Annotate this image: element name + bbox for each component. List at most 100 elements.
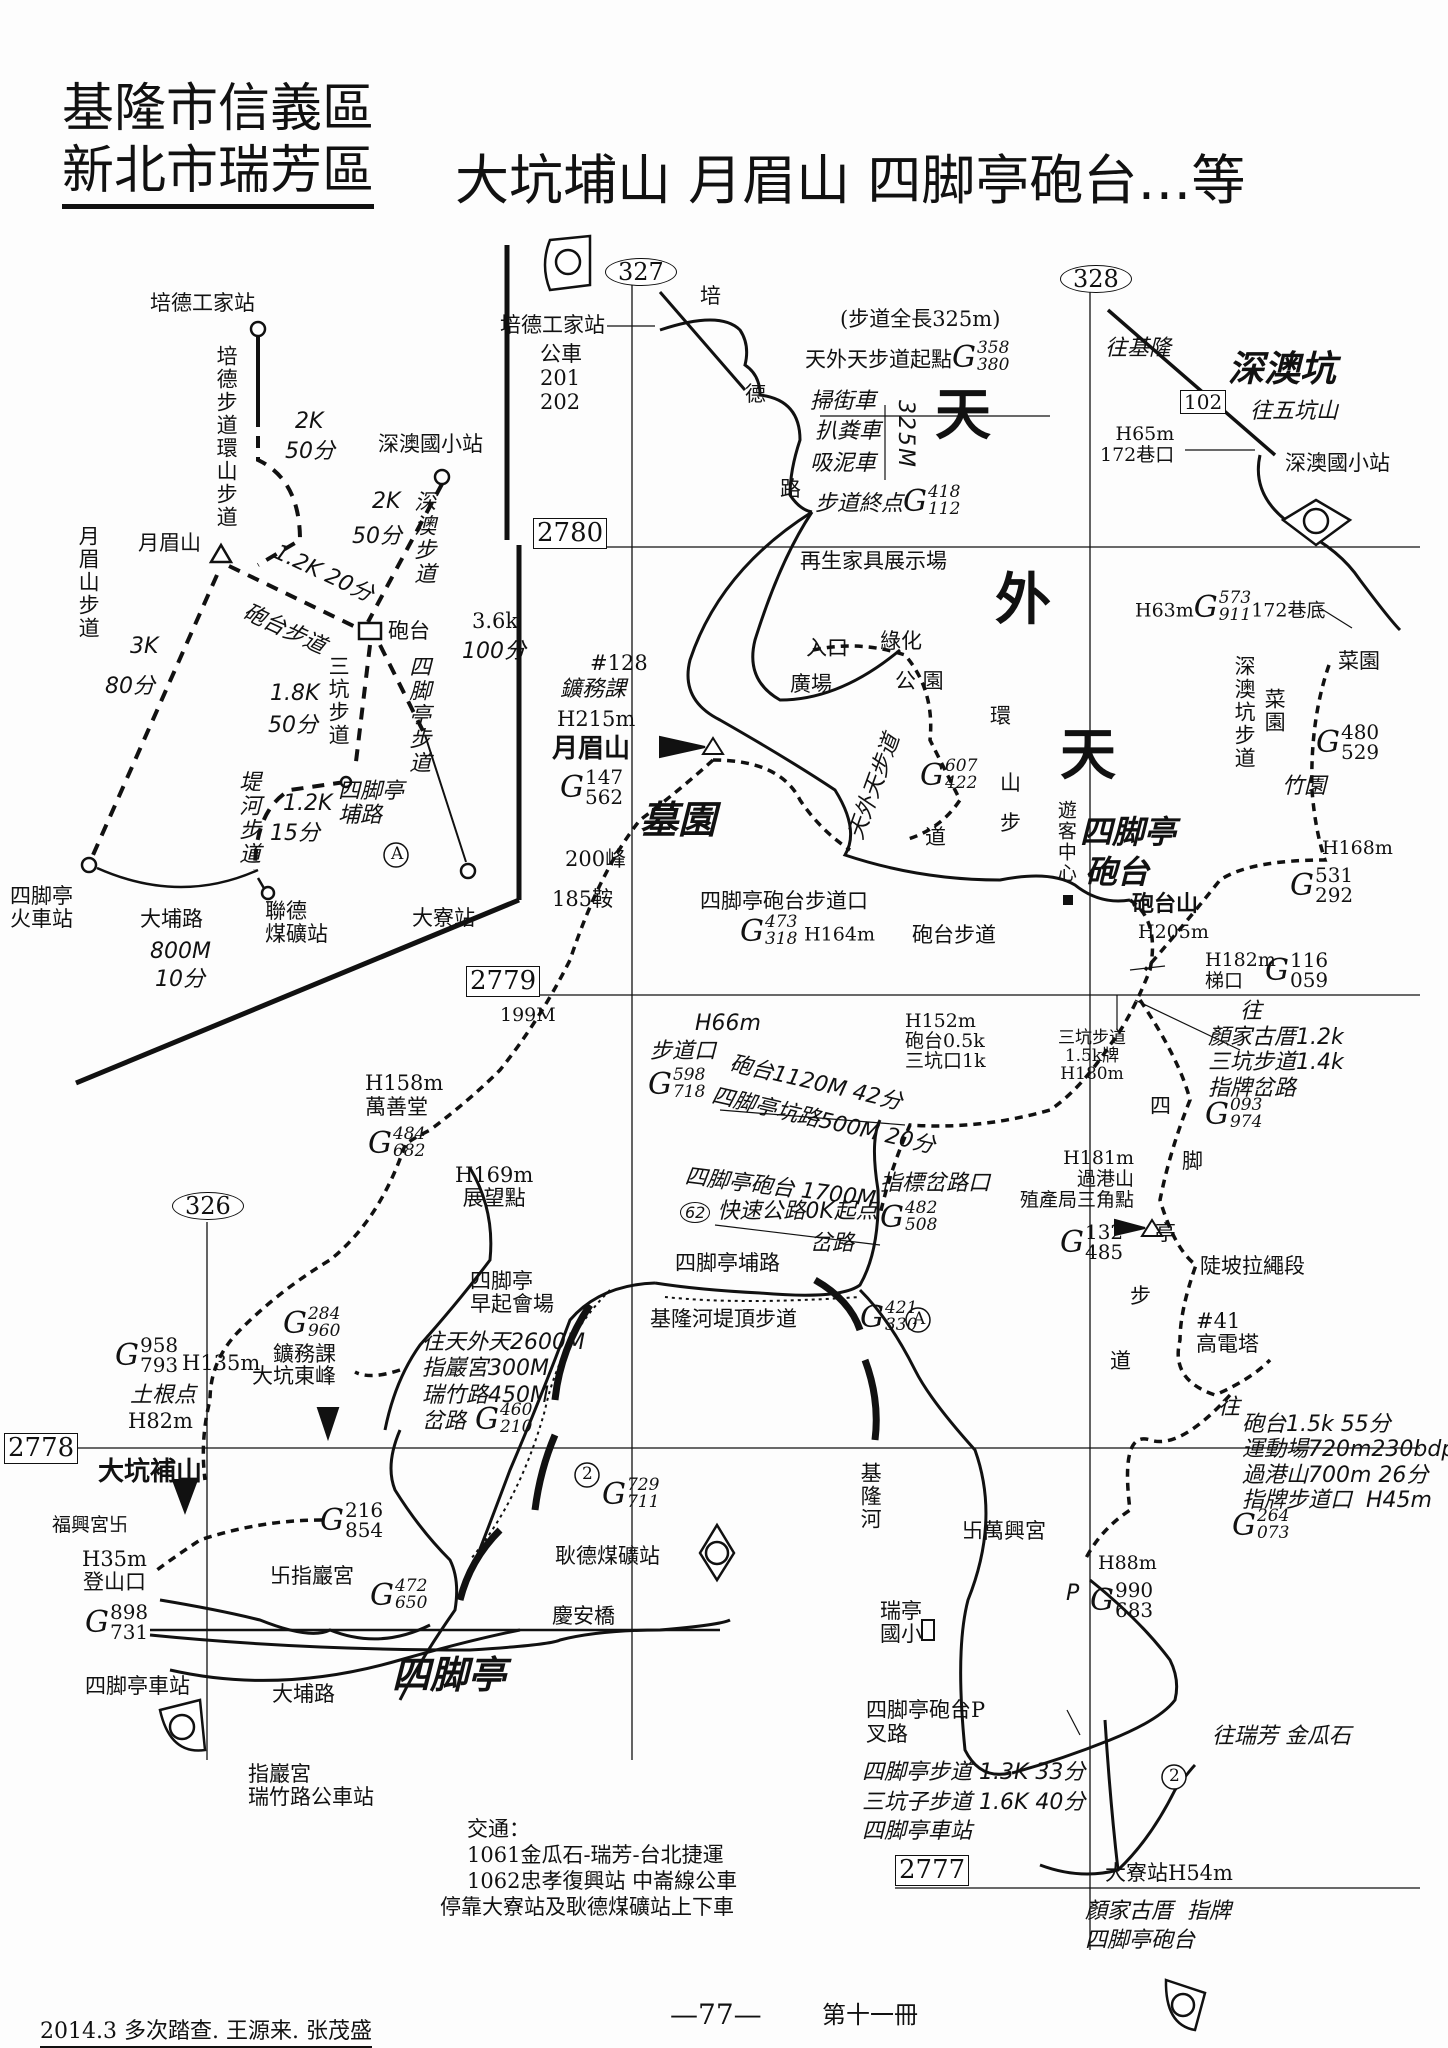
transport-line: 停靠大寮站及耿德煤礦站上下車 xyxy=(440,1895,734,1919)
grid-ref: 422 xyxy=(944,773,978,793)
dakengbushan-peak: 大坑補山 xyxy=(98,1457,203,1487)
inset-daliao-station: 大寮站 xyxy=(412,906,475,930)
zhiyan-temple: 卐指巖宮 xyxy=(270,1564,354,1588)
trail-char-jiao: 脚 xyxy=(1182,1149,1203,1173)
district-line-1: 基隆市信義區 xyxy=(62,79,375,139)
inset-sijiaoting-trail: 四脚亭步道 xyxy=(405,655,431,775)
grid-row-2777: 2777 xyxy=(895,1855,970,1886)
inset-seg6-dist: 3.6k xyxy=(472,609,519,633)
riverbank-trail: 基隆河堤頂步道 xyxy=(650,1307,797,1331)
wanshantang-shrine: 萬善堂 xyxy=(365,1095,428,1119)
station-icons xyxy=(158,234,1353,2032)
grid-ref: 485 xyxy=(1084,1240,1124,1264)
loop-trail-char: 環 xyxy=(990,704,1011,728)
grid-col-326: 326 xyxy=(172,1192,244,1221)
gengde-mine-station: 耿德煤礦站 xyxy=(555,1544,660,1568)
inset-seg1-dist: 2K xyxy=(295,409,324,434)
junction-icon xyxy=(339,775,353,789)
grid-ref: 598 xyxy=(672,1065,706,1085)
trail-start-label: 天外天步道起點 xyxy=(805,347,952,372)
power-tower-41: #41 高電塔 xyxy=(1196,1309,1259,1357)
cemetery-label: 墓園 xyxy=(640,798,717,842)
page-number: —77— xyxy=(670,1998,762,2031)
ruiting-school: 瑞亭 國小 xyxy=(880,1599,922,1647)
trail-end-label: 步道終点 xyxy=(815,491,904,517)
inset-marker-a: A xyxy=(391,844,404,864)
fork-road: 岔路 xyxy=(810,1231,855,1256)
wanxing-temple: 卐萬興宮 xyxy=(962,1519,1046,1543)
plaza-label: 廣場 xyxy=(790,672,832,696)
grid-ref: 059 xyxy=(1289,968,1329,992)
peide-station-label: 培德工家站 xyxy=(500,313,605,337)
transport-line: 1061金瓜石-瑞芳-台北捷運 xyxy=(467,1843,724,1867)
inset-seg2-time: 50分 xyxy=(352,524,402,549)
grid-ref: 292 xyxy=(1314,883,1354,907)
trailhead-label: 步道口 xyxy=(650,1039,717,1064)
junction-label: 指標岔路口 xyxy=(880,1171,991,1196)
dakeng-east-peak: 鑛務課 大坑東峰 xyxy=(252,1342,336,1389)
grid-col-327: 327 xyxy=(605,258,677,287)
elevation-h63: H63m xyxy=(1135,599,1194,622)
park-label: 公 園 xyxy=(895,669,944,693)
inset-seg4-time: 80分 xyxy=(105,674,155,699)
marker-a: A xyxy=(913,1309,926,1329)
elevation-199: 199M xyxy=(500,1004,556,1026)
dapu-road: 大埔路 xyxy=(272,1682,335,1706)
sijiaoting-area: 四脚亭 xyxy=(1080,813,1177,851)
roads xyxy=(149,291,1402,1876)
transport-line: 1062忠孝復興站 中崙線公車 xyxy=(467,1869,738,1893)
to-label: 往 xyxy=(1240,999,1263,1024)
peak-markers xyxy=(171,735,1187,1790)
grid-ref: 358 xyxy=(976,338,1010,358)
elevation-h168: H168m xyxy=(1322,837,1393,859)
inset-seg1-time: 50分 xyxy=(285,439,335,464)
elevation-h135: H135m xyxy=(182,1351,261,1375)
to-label-2: 往 xyxy=(1218,1395,1241,1420)
bus-routes: 公車 201 202 xyxy=(540,342,582,415)
grid-ref: 898 xyxy=(109,1600,149,1624)
grid-ref: 731 xyxy=(109,1620,149,1644)
station-icon xyxy=(459,862,477,880)
grid-ref: 718 xyxy=(672,1082,706,1102)
elevation-h66: H66m xyxy=(695,1011,761,1036)
grid-ref: 484 xyxy=(392,1124,426,1144)
inset-peide-station: 培德工家站 xyxy=(150,291,255,315)
lane-172-entrance: H65m 172巷口 xyxy=(1100,423,1175,466)
inset-liande-station: 聯德 煤礦站 xyxy=(265,899,328,947)
visitor-center: 遊客中心 xyxy=(1054,800,1077,884)
grid-ref: 112 xyxy=(927,499,961,519)
trail-char-dao: 道 xyxy=(1110,1349,1131,1373)
station-icon xyxy=(260,885,276,901)
to-keelung: 往基隆 xyxy=(1105,336,1172,361)
grid-ref: 421 xyxy=(884,1298,918,1318)
road-label-de: 德 xyxy=(745,382,766,406)
grid-ref: 482 xyxy=(904,1198,938,1218)
inset-seg7-dist: 1.2K xyxy=(283,791,333,816)
inset-sankeng-trail: 三坑步道 xyxy=(326,655,351,747)
elevation-h88: H88m xyxy=(1098,1552,1157,1574)
grid-ref: 418 xyxy=(927,482,961,502)
grid-ref: 974 xyxy=(1229,1112,1263,1132)
elevation-h158: H158m xyxy=(365,1071,444,1095)
greening-label: 綠化 xyxy=(880,629,922,653)
grid-ref: 508 xyxy=(904,1215,938,1235)
inset-seg4-dist: 3K xyxy=(130,634,159,659)
grid-ref: 793 xyxy=(139,1353,179,1377)
grid-ref: 854 xyxy=(344,1518,384,1542)
viewpoint-h169: H169m 展望點 xyxy=(455,1163,534,1211)
grid-lines xyxy=(4,285,1420,1950)
garbage-truck-label: 扒粪車 xyxy=(815,419,882,444)
route-102: 102 xyxy=(1180,390,1227,414)
to-tianwaitian: 往天外天2600M 指巖宮300M 瑞竹路450M 岔路 xyxy=(422,1330,585,1435)
grid-ref: 318 xyxy=(764,929,798,949)
